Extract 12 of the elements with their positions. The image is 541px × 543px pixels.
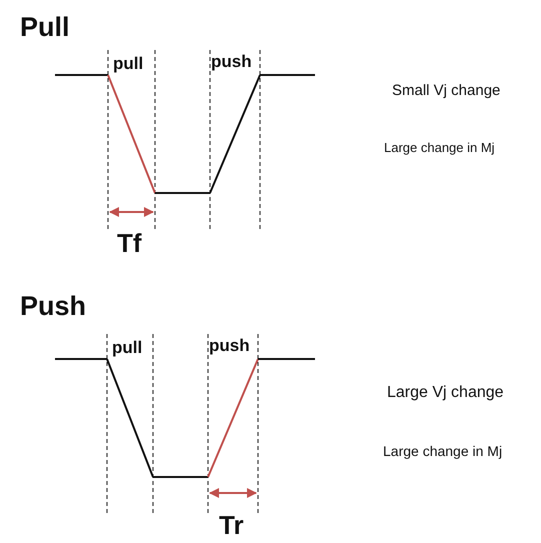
panel-heading: Pull [20,14,70,41]
panel-heading: Push [20,293,86,320]
phase-label: pull [113,55,144,72]
note-text: Small Vj change [392,83,500,98]
time-label: Tf [117,230,142,256]
note-text: Large Vj change [387,385,504,401]
time-label: Tr [219,512,244,538]
note-text: Large change in Mj [384,141,495,154]
phase-label: push [209,337,250,354]
note-text: Large change in Mj [383,444,502,458]
phase-label: pull [112,339,142,356]
phase-label: push [211,53,252,70]
